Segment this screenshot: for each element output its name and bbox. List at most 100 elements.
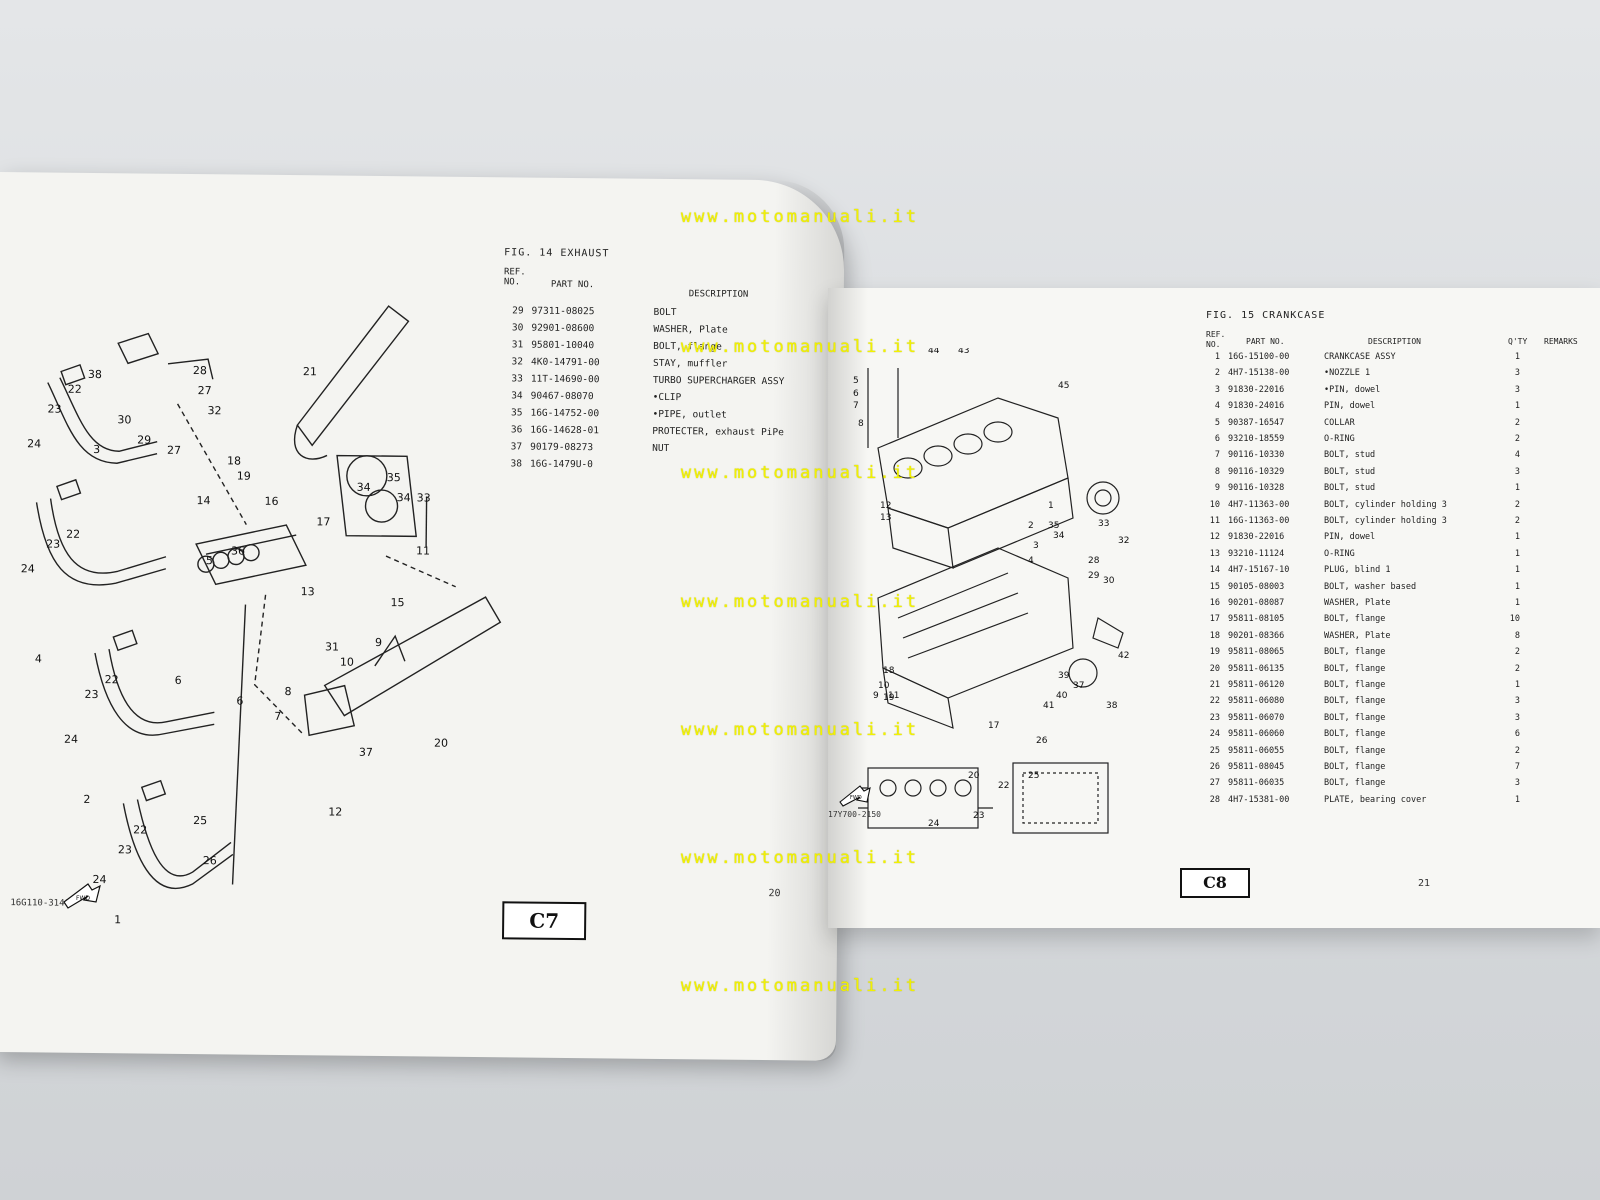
parts-cell-desc: WASHER, Plate — [1324, 598, 1391, 608]
section-badge-c7: C7 — [501, 901, 587, 941]
parts-cell-desc: STAY, muffler — [652, 357, 728, 370]
watermark: www.motomanuali.it — [680, 848, 920, 868]
callout-number: 22 — [133, 823, 147, 836]
parts-cell-part: 11T-14690-00 — [530, 373, 600, 386]
callout-number: 31 — [325, 640, 339, 653]
callout-number: 9 — [873, 691, 879, 701]
parts-cell-ref: 25 — [1209, 745, 1220, 756]
parts-cell-qty: 3 — [1514, 778, 1520, 789]
parts-cell-part: 92901-08600 — [531, 322, 595, 335]
parts-cell-ref: 5 — [1214, 417, 1220, 428]
parts-cell-part: 90179-08273 — [530, 441, 594, 454]
callout-number: 16 — [264, 495, 278, 508]
fig14-col-desc: DESCRIPTION — [688, 289, 749, 300]
callout-number: 1 — [114, 913, 121, 926]
callout-number: 45 — [1058, 381, 1069, 391]
callout-number: 24 — [928, 819, 940, 829]
callout-number: 12 — [880, 501, 891, 511]
callout-number: 39 — [1058, 671, 1070, 681]
parts-cell-ref: 26 — [1209, 762, 1220, 772]
parts-cell-part: 91830-22016 — [1228, 532, 1285, 543]
parts-cell-part: 95811-06080 — [1228, 696, 1285, 707]
callout-number: 6 — [236, 695, 243, 708]
callout-number: 5 — [853, 376, 859, 386]
parts-cell-desc: BOLT, flange — [1324, 663, 1386, 674]
parts-cell-part: 95811-08045 — [1228, 762, 1285, 772]
watermark: www.motomanuali.it — [680, 720, 920, 740]
parts-cell-ref: 9 — [1214, 483, 1220, 494]
parts-cell-desc: •PIN, dowel — [1324, 384, 1381, 395]
parts-cell-qty: 3 — [1514, 368, 1520, 379]
callout-number: 43 — [958, 348, 969, 356]
parts-cell-qty: 1 — [1514, 680, 1520, 690]
callout-number: 38 — [88, 368, 102, 381]
callout-number: 22 — [998, 781, 1009, 791]
parts-cell-desc: BOLT, flange — [1324, 647, 1386, 658]
callout-number: 12 — [328, 805, 342, 818]
parts-cell-part: 95811-06035 — [1228, 778, 1285, 789]
parts-cell-ref: 12 — [1209, 532, 1220, 543]
parts-cell-part: 16G-14628-01 — [530, 424, 600, 437]
callout-number: 42 — [1118, 651, 1129, 661]
parts-cell-ref: 20 — [1209, 663, 1220, 674]
callout-number: 24 — [93, 873, 107, 886]
parts-cell-qty: 2 — [1514, 647, 1520, 658]
parts-cell-desc: BOLT, flange — [1324, 680, 1386, 690]
parts-cell-ref: 32 — [511, 356, 524, 368]
watermark: www.motomanuali.it — [680, 976, 920, 996]
section-badge-c8: C8 — [1180, 868, 1250, 898]
callout-number: 23 — [84, 688, 98, 701]
callout-number: 23 — [46, 538, 60, 551]
parts-cell-qty: 4 — [1514, 450, 1520, 461]
callout-number: 25 — [193, 814, 207, 827]
parts-cell-ref: 2 — [1214, 368, 1220, 379]
parts-cell-qty: 2 — [1514, 516, 1520, 526]
parts-cell-desc: BOLT, washer based — [1324, 581, 1417, 592]
parts-cell-qty: 2 — [1514, 499, 1520, 510]
callout-number: 23 — [118, 843, 132, 856]
parts-cell-ref: 3 — [1214, 384, 1220, 395]
parts-cell-part: 4H7-11363-00 — [1228, 499, 1290, 510]
callout-number: 35 — [1048, 521, 1059, 531]
parts-cell-desc: PROTECTER, exhaust PiPe — [652, 425, 784, 439]
parts-cell-part: 90116-10330 — [1228, 450, 1285, 461]
parts-cell-ref: 28 — [1209, 794, 1220, 805]
parts-cell-desc: BOLT — [653, 306, 677, 319]
watermark: www.motomanuali.it — [680, 337, 920, 357]
callout-number: 2 — [83, 793, 90, 806]
parts-cell-ref: 23 — [1209, 712, 1220, 723]
callout-number: 34 — [1053, 531, 1065, 541]
parts-cell-qty: 1 — [1514, 598, 1520, 608]
parts-cell-desc: PLATE, bearing cover — [1324, 794, 1427, 805]
parts-cell-part: 95811-06055 — [1228, 745, 1285, 756]
parts-cell-ref: 4 — [1214, 401, 1220, 412]
parts-cell-ref: 18 — [1209, 630, 1220, 641]
callout-number: 10 — [340, 656, 354, 669]
parts-cell-part: 90387-16547 — [1228, 417, 1285, 428]
parts-cell-ref: 19 — [1209, 647, 1220, 658]
parts-cell-ref: 36 — [510, 424, 523, 436]
callout-number: 37 — [359, 746, 373, 759]
parts-cell-qty: 3 — [1514, 712, 1520, 723]
callout-number: 3 — [1033, 541, 1039, 551]
parts-cell-desc: PIN, dowel — [1324, 401, 1376, 412]
callout-number: 21 — [303, 365, 317, 378]
callout-number: 19 — [883, 693, 895, 703]
parts-cell-qty: 1 — [1514, 352, 1520, 362]
callout-number: 29 — [137, 433, 151, 446]
parts-cell-desc: BOLT, flange — [1324, 712, 1386, 723]
parts-cell-ref: 7 — [1214, 450, 1220, 461]
callout-number: 30 — [117, 413, 131, 426]
